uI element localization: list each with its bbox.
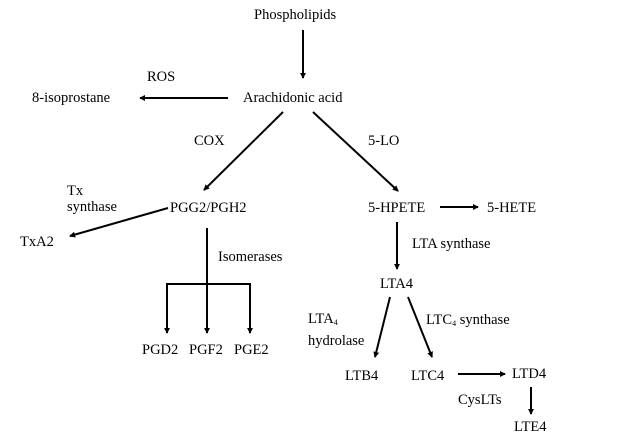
node-pgd2: PGD2 [142,342,179,358]
label-ltc4-synthase-rest: synthase [456,312,510,328]
node-lta4: LTA4 [380,276,413,292]
node-txa2: TxA2 [20,234,54,250]
label-tx-synthase-line2: synthase [67,199,117,215]
node-pgf2: PGF2 [189,342,223,358]
node-ltd4: LTD4 [512,366,547,382]
label-cox: COX [194,133,225,149]
label-lta4-hydrolase-sub: 4 [333,318,338,327]
node-ltb4: LTB4 [345,368,379,384]
label-ltc4-synthase-sub: 4 [452,319,457,328]
node-lte4: LTE4 [514,419,547,435]
node-ltc4: LTC4 [411,368,445,384]
label-isomerases: Isomerases [218,249,283,265]
label-lta4-hydrolase-main: LTA [308,311,334,327]
label-cyslts: CysLTs [458,392,502,408]
label-tx-synthase: Tx synthase [67,183,117,215]
arrow-5lo-to-hpete [312,111,399,192]
node-pgg2-pgh2: PGG2/PGH2 [170,200,247,216]
arrow-pgg2-to-txa2 [69,207,169,238]
label-lta4-hydrolase: LTA4 hydrolase [308,310,364,350]
label-5-lo: 5-LO [368,133,400,149]
label-lta-synthase: LTA synthase [412,236,491,252]
node-phospholipids: Phospholipids [254,7,337,23]
arrow-lta4-to-ltb4 [373,296,391,358]
label-ros: ROS [147,69,176,85]
label-ltc4-synthase-main: LTC [426,312,453,328]
node-arachidonic-acid: Arachidonic acid [243,90,343,106]
label-ltc4-synthase: LTC4 synthase [426,313,510,328]
arrow-lta4-to-ltc4 [407,296,433,358]
node-pge2: PGE2 [234,342,269,358]
node-8-isoprostane: 8-isoprostane [32,90,111,106]
arrow-cox-to-pgg2 [203,111,284,191]
label-lta4-hydrolase-line2: hydrolase [308,333,365,349]
node-5-hpete: 5-HPETE [368,200,426,216]
node-5-hete: 5-HETE [487,200,537,216]
label-tx-synthase-line1: Tx [67,183,84,199]
